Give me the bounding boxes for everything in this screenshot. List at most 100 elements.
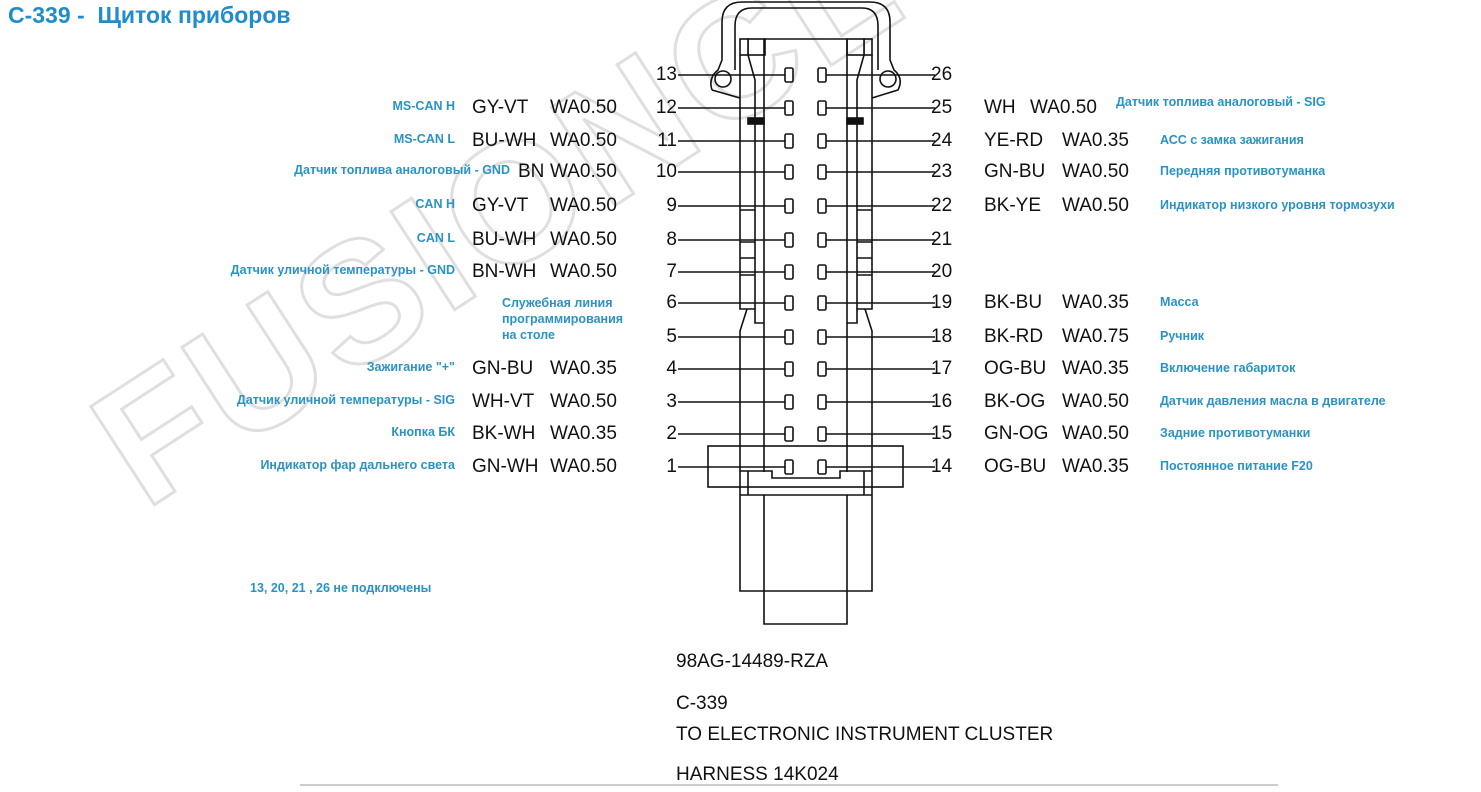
wire-color: OG-BU xyxy=(984,358,1047,379)
pin-number: 20 xyxy=(931,261,953,282)
pin-function-label: Масса xyxy=(1160,295,1199,309)
pin-function-label: Датчик уличной температуры - SIG xyxy=(236,393,455,407)
wire-gauge: WA0.35 xyxy=(550,358,617,379)
pin-terminal xyxy=(784,264,794,280)
part-number: 98AG-14489-RZA xyxy=(676,651,829,672)
pin-number: 24 xyxy=(931,130,953,151)
pin-terminal xyxy=(817,100,827,116)
pin-function-label: CAN L xyxy=(416,231,455,245)
wire-color: BK-RD xyxy=(984,326,1044,347)
pin-number: 18 xyxy=(931,326,953,347)
wire-color: BU-WH xyxy=(472,130,537,151)
pin-function-label: Зажигание "+" xyxy=(366,360,455,374)
pin-number: 23 xyxy=(931,161,953,182)
harness-id: HARNESS 14K024 xyxy=(676,764,839,785)
wire-gauge: WA0.50 xyxy=(550,229,617,250)
pin-function-label: Кнопка БК xyxy=(391,425,455,439)
pins-6-5-label: Служебная линия программирования на стол… xyxy=(502,295,623,343)
page-title: C-339 - Щиток приборов xyxy=(8,2,291,28)
pin-number: 9 xyxy=(666,195,677,216)
pin-number: 25 xyxy=(931,97,953,118)
wire-gauge: WA0.50 xyxy=(550,130,617,151)
pin-number: 3 xyxy=(666,391,677,412)
pin-terminal xyxy=(784,394,794,410)
wire-gauge: WA0.35 xyxy=(1062,456,1129,477)
wire-gauge: WA0.35 xyxy=(550,423,617,444)
pin-terminal xyxy=(817,264,827,280)
pin-function-label: Постоянное питание F20 xyxy=(1160,459,1313,473)
pin-number: 14 xyxy=(931,456,953,477)
pin-terminal xyxy=(817,426,827,442)
wire-gauge: WA0.50 xyxy=(1030,97,1097,118)
wire-color: BK-YE xyxy=(984,195,1042,216)
wire-gauge: WA0.50 xyxy=(550,456,617,477)
wire-gauge: WA0.50 xyxy=(1062,195,1129,216)
wire-gauge: WA0.50 xyxy=(1062,391,1129,412)
wire-color: BK-WH xyxy=(472,423,536,444)
wire-color: BK-BU xyxy=(984,292,1043,313)
pin-number: 11 xyxy=(657,130,677,151)
wire-color: GN-WH xyxy=(472,456,539,477)
pin-terminal xyxy=(817,361,827,377)
pin-number: 2 xyxy=(666,423,677,444)
pin-function-label: Датчик давления масла в двигателе xyxy=(1160,394,1386,408)
wire-gauge: WA0.35 xyxy=(1062,292,1129,313)
wire-color: YE-RD xyxy=(984,130,1044,151)
connector-id: C-339 xyxy=(676,693,728,714)
wire-gauge: WA0.50 xyxy=(550,97,617,118)
pin-function-label: MS-CAN L xyxy=(393,132,455,146)
pin-function-label: Датчик топлива аналоговый - SIG xyxy=(1116,95,1326,109)
pin-terminal xyxy=(784,198,794,214)
pin-function-label: Задние противотуманки xyxy=(1160,426,1311,440)
pin-terminal xyxy=(817,198,827,214)
wire-color: BN-WH xyxy=(472,261,537,282)
pin-function-label: АСС с замка зажигания xyxy=(1160,133,1304,147)
wire-color: GN-BU xyxy=(472,358,534,379)
pin-function-label: MS-CAN H xyxy=(392,99,456,113)
pin-function-label: Датчик уличной температуры - GND xyxy=(230,263,455,277)
wire-gauge: WA0.50 xyxy=(550,391,617,412)
pin-number: 17 xyxy=(931,358,953,379)
pin-number: 16 xyxy=(931,391,953,412)
wire-color: WH-VT xyxy=(472,391,535,412)
pin-terminal xyxy=(784,67,794,83)
wire-gauge: WA0.50 xyxy=(550,161,617,182)
pin-number: 1 xyxy=(666,456,677,477)
not-connected-note: 13, 20, 21 , 26 не подключены xyxy=(250,581,432,595)
pin-number: 22 xyxy=(931,195,953,216)
pin-terminal xyxy=(784,133,794,149)
label-line: Служебная линия xyxy=(502,296,613,310)
wire-color: BN xyxy=(518,161,545,182)
pin-terminal xyxy=(817,329,827,345)
pin-terminal xyxy=(784,426,794,442)
connector-destination: TO ELECTRONIC INSTRUMENT CLUSTER xyxy=(676,724,1054,745)
pin-number: 19 xyxy=(931,292,953,313)
wire-color: GY-VT xyxy=(472,195,529,216)
pin-terminal xyxy=(817,67,827,83)
pin-terminal xyxy=(817,295,827,311)
wire-color: GN-BU xyxy=(984,161,1046,182)
wire-gauge: WA0.35 xyxy=(1062,130,1129,151)
pin-terminal xyxy=(817,459,827,475)
pin-terminal xyxy=(784,295,794,311)
pin-function-label: Включение габариток xyxy=(1160,361,1296,375)
pin-number: 5 xyxy=(666,326,677,347)
wire-color: OG-BU xyxy=(984,456,1047,477)
wire-gauge: WA0.50 xyxy=(550,261,617,282)
pin-number: 12 xyxy=(655,97,677,118)
pin-terminal xyxy=(817,232,827,248)
pin-function-label: Датчик топлива аналоговый - GND xyxy=(294,163,510,177)
pin-terminal xyxy=(784,164,794,180)
pin-terminal xyxy=(817,394,827,410)
wire-color: GY-VT xyxy=(472,97,529,118)
wire-color: BK-OG xyxy=(984,391,1046,412)
pin-terminal xyxy=(784,100,794,116)
pin-function-label: Индикатор фар дальнего света xyxy=(260,458,455,472)
pin-terminal xyxy=(817,164,827,180)
pin-number: 13 xyxy=(655,64,677,85)
pin-function-label: Индикатор низкого уровня тормозухи xyxy=(1160,198,1395,212)
pin-number: 8 xyxy=(666,229,677,250)
wire-gauge: WA0.50 xyxy=(1062,423,1129,444)
